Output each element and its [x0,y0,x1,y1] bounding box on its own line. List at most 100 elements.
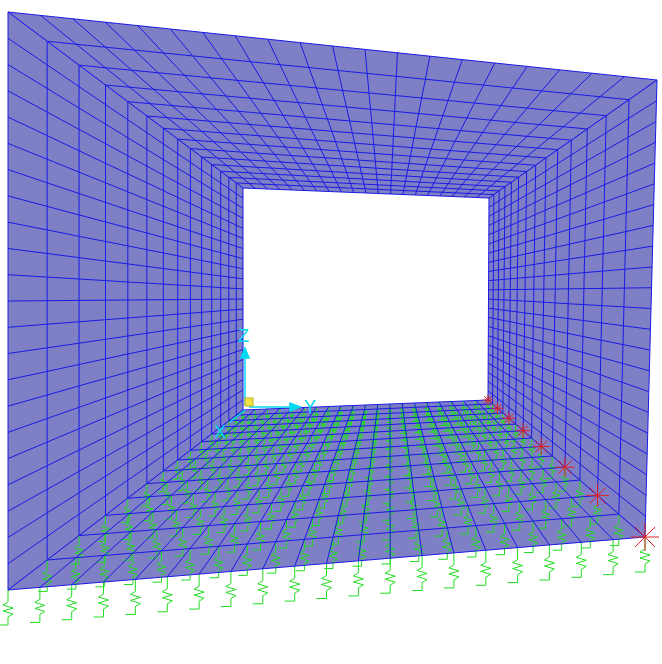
spring-symbol [165,495,175,519]
restraint-ray [565,467,572,474]
restraint-ray [523,426,528,431]
spring-symbol [383,494,394,520]
spring-symbol [430,491,441,517]
spring-symbol [635,537,650,572]
restraint-ray [541,441,547,447]
origin-marker [245,398,253,406]
mesh-line [415,60,462,195]
spring-symbol [508,548,523,583]
spring-symbol [271,464,280,485]
spring-symbol [505,459,515,481]
mesh-line [8,222,243,269]
spring-symbol [411,403,417,417]
restraint-ray [564,467,565,477]
mesh-line [415,403,454,553]
restraint-ray [635,527,645,537]
mesh-line [439,402,518,548]
mesh-line [403,56,430,194]
restraint-ray [518,426,523,431]
spring-symbol [296,412,302,426]
spring-symbol [512,502,524,530]
spring-symbol [553,519,567,550]
mesh-line [440,66,527,196]
restraint-ray [518,431,523,436]
spring-symbol [258,414,264,428]
spring-symbol [438,528,451,559]
mesh-line [8,249,243,279]
mesh-line [402,404,422,556]
mesh-line [263,406,341,569]
mesh-line [476,401,613,540]
spring-symbol [518,431,526,449]
spring-symbol [412,556,427,591]
restraint-ray [645,537,655,547]
spring-symbol [546,456,556,478]
spring-symbol [572,480,583,506]
mesh-line [488,400,645,537]
shell-fill [8,400,645,590]
mesh-line [104,409,280,583]
restraint-ray [597,496,598,507]
y-axis-line [249,406,296,408]
mesh-line [327,405,366,564]
mesh-line [8,196,243,259]
spring-symbol [221,572,236,607]
restraint-ray [523,431,528,436]
spring-symbol [285,566,300,601]
mesh-line [8,38,243,198]
axis-label: Z [238,326,249,346]
mesh-line [489,80,657,198]
mesh-line [8,143,243,238]
mesh-line [358,405,377,561]
spring-symbol [284,413,290,427]
mesh-line [40,410,255,588]
restraint-ray [535,441,541,447]
spring-symbol [501,485,512,511]
spring-symbol [539,545,554,580]
spring-symbol [252,489,262,513]
mesh-line [489,163,655,235]
restraint-ray [516,430,523,431]
spring-symbol [97,534,109,563]
mesh-line [8,275,243,289]
spring-symbol [610,514,623,545]
x-axis-line [230,410,245,422]
mesh-line [268,39,342,192]
restraint-ray [523,430,530,431]
mesh-line [8,400,243,564]
mesh-line [231,407,329,572]
spring-symbol [233,466,242,487]
restraint-ray [565,460,572,467]
spring-symbol [526,457,536,479]
mesh-line [489,225,654,262]
mesh-line [489,122,656,217]
restraint-ray [493,408,497,412]
spring-symbol [253,569,268,604]
spring-symbol [230,491,240,515]
restraint-ray [645,527,655,537]
restraint-ray [635,537,645,547]
axis-label: X [214,422,226,442]
z-axis-head [241,348,249,358]
mesh-line [8,12,243,188]
restraint-ray [555,467,565,468]
restraint-ray [586,495,597,496]
mesh-line [333,46,367,193]
restraint-ray [598,488,606,496]
restraint-ray [509,414,514,419]
spring-symbol [386,404,392,418]
axis-label: Y [304,397,316,417]
restraint-ray [645,537,646,551]
restraint-ray [533,446,541,447]
restraint-ray [535,446,541,452]
mesh-line [300,43,354,193]
spring-symbol [444,553,459,588]
spring-symbol [589,496,601,524]
restraint-ray [504,418,509,423]
mesh-line [488,336,649,392]
spring-symbol [382,512,394,540]
mesh-line [488,345,648,413]
mesh-line [489,205,654,254]
spring-symbol [603,540,618,575]
